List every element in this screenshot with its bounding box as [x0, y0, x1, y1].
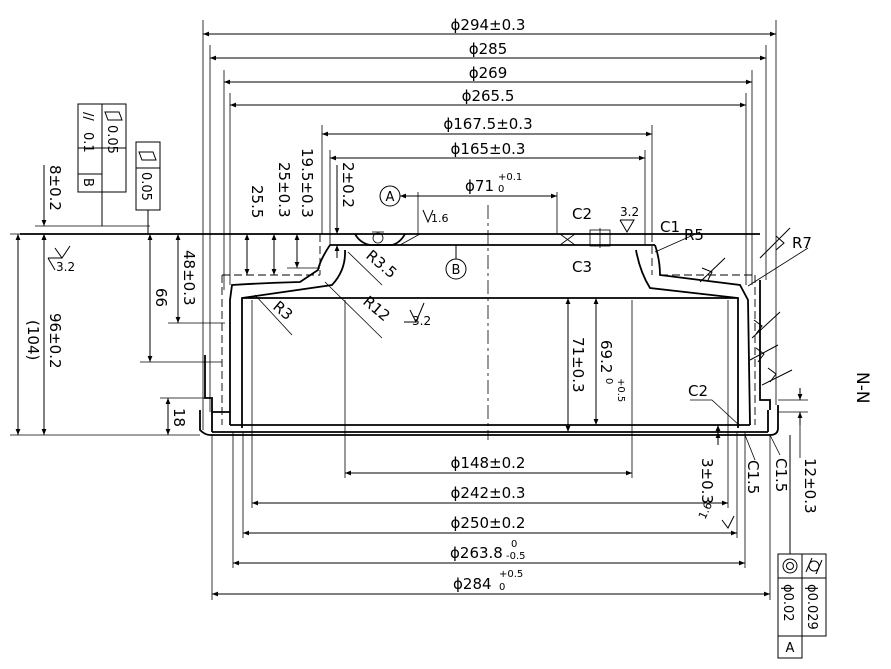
dim-d2638-tol-lo: -0.5 [506, 551, 526, 562]
dim-d285: ϕ285 [469, 40, 508, 58]
label-r3: R3 [269, 297, 296, 324]
hidden-lines [221, 234, 756, 425]
dim-d294: ϕ294±0.3 [451, 16, 526, 34]
dim-d2655: ϕ265.5 [462, 87, 515, 105]
dim-v195: 19.5±0.3 [298, 148, 316, 218]
dim-v3: 3±0.3 [698, 458, 716, 504]
vertical-dims-left: (104) 96±0.2 8±0.2 66 48±0.3 18 25.5 25±… [10, 148, 357, 436]
label-r35: R3.5 [362, 246, 400, 282]
dim-v12: 12±0.3 [801, 458, 819, 514]
dim-v66: 66 [152, 288, 170, 307]
dim-d2638: ϕ263.8 [450, 544, 503, 562]
label-r7: R7 [792, 234, 812, 252]
rough-32-left: 3.2 [56, 260, 75, 274]
flatness-icon-small [138, 151, 157, 161]
view-label: N-N [852, 372, 872, 404]
rough-16-top: 1.6 [431, 212, 449, 225]
dim-d269: ϕ269 [469, 64, 508, 82]
part-outline [20, 228, 779, 436]
label-c3: C3 [572, 258, 592, 276]
dim-v692: 69.2 [597, 340, 615, 373]
dim-d284-tol-lo: 0 [499, 582, 505, 593]
label-c2-top: C2 [572, 205, 592, 223]
flatness-icon [104, 111, 123, 121]
dim-v8: 8±0.2 [46, 165, 64, 211]
datum-a: A [379, 185, 418, 207]
dim-v692-tol-up: +0.5 [615, 378, 626, 402]
roughness-symbols: 3.2 3.2 1.6 3.2 1.6 [47, 205, 793, 529]
dim-v692-tol-lo: 0 [603, 378, 614, 384]
fcf-bottom-datum: A [786, 641, 795, 656]
dim-d71-tol-up: +0.1 [498, 172, 522, 183]
parallelism-icon: // [80, 112, 95, 121]
bottom-diameter-dims: ϕ148±0.2 ϕ242±0.3 ϕ250±0.2 ϕ263.8 0 -0.5… [211, 300, 771, 600]
dim-d242: ϕ242±0.3 [451, 484, 526, 502]
label-c2-bottom: C2 [688, 382, 708, 400]
dim-v96: 96±0.2 [46, 313, 64, 369]
dim-c15b: C1.5 [772, 458, 790, 492]
dim-c15a: C1.5 [744, 460, 762, 494]
vertical-dims-right: 71±0.3 69.2 +0.5 0 3±0.3 C1.5 C1.5 12±0.… [565, 298, 819, 514]
dim-d71: ϕ71 [465, 177, 494, 195]
dim-v71: 71±0.3 [569, 337, 587, 393]
datum-b-letter: B [452, 263, 461, 278]
dim-d165: ϕ165±0.3 [451, 140, 526, 158]
dim-d71-tol-lo: 0 [498, 184, 504, 195]
fcf-small: 0.05 [135, 141, 161, 234]
dim-d148: ϕ148±0.2 [451, 454, 526, 472]
dim-v255: 25.5 [248, 185, 266, 218]
dim-v2: 2±0.2 [339, 162, 357, 208]
top-diameter-dims: ϕ294±0.3 ϕ285 ϕ269 ϕ265.5 ϕ167.5±0.3 ϕ16… [202, 16, 777, 430]
rough-32-mid: 3.2 [412, 314, 431, 328]
concentricity-icon [782, 558, 798, 574]
fcf-bottom-right: ϕ0.02 ϕ0.029 A [777, 435, 827, 659]
dim-d250: ϕ250±0.2 [451, 514, 526, 532]
rough-32-right: 3.2 [620, 205, 639, 219]
label-r5: R5 [684, 226, 704, 244]
dim-v104: (104) [24, 320, 42, 360]
datum-b: B [445, 244, 467, 280]
fcf-conc-value: ϕ0.02 [780, 584, 795, 622]
dim-d284: ϕ284 [453, 575, 492, 593]
dim-v18: 18 [170, 408, 188, 427]
fcf-small-flatness-value: 0.05 [138, 172, 153, 201]
label-c1: C1 [660, 218, 680, 236]
dim-d1675: ϕ167.5±0.3 [443, 115, 532, 133]
fcf-cyl-value: ϕ0.029 [804, 584, 819, 630]
fcf-top-parallel-value: 0.1 [80, 132, 95, 153]
radius-labels: R3.5 R12 R3 R5 C1 R7 C2 C3 C2 [254, 205, 812, 427]
fcf-top-left: 0.05 // 0.1 B [77, 103, 127, 226]
fcf-top-flatness-value: 0.05 [104, 125, 119, 154]
datum-a-letter: A [386, 190, 395, 205]
dim-d2638-tol-up: 0 [511, 539, 517, 550]
dim-v25: 25±0.3 [275, 162, 293, 218]
fcf-top-parallel-datum: B [80, 178, 95, 187]
dim-v48: 48±0.3 [180, 250, 198, 306]
dim-d284-tol-up: +0.5 [499, 569, 523, 580]
